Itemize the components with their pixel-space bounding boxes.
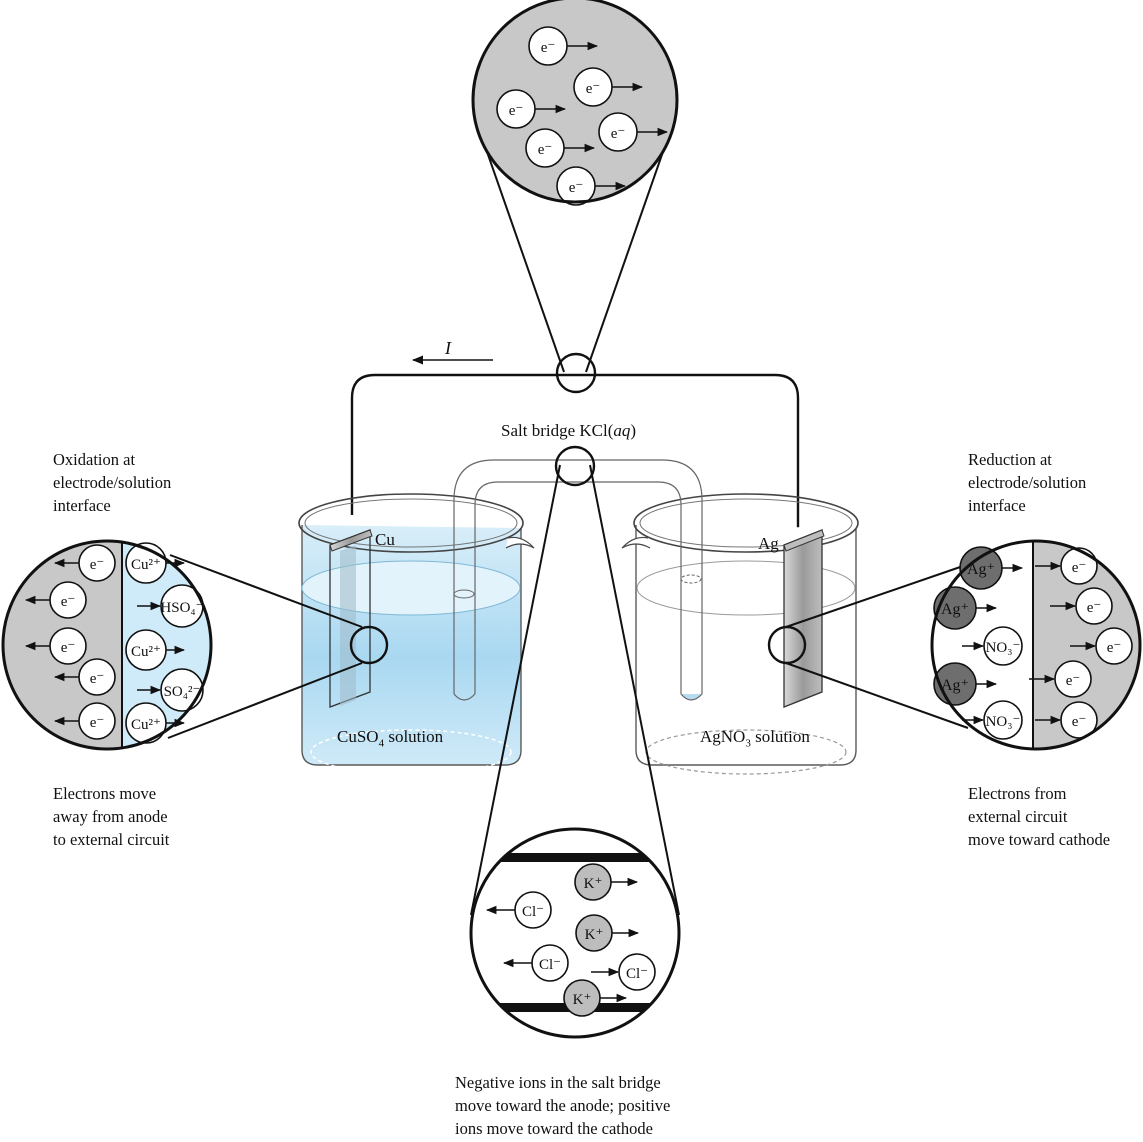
svg-text:HSO₄⁻: HSO₄⁻ [160,600,203,616]
svg-text:e⁻: e⁻ [509,103,524,119]
cu-electrode [329,529,373,708]
k-ion-3: K⁺ [563,979,628,1017]
cl-ion-1: Cl⁻ [485,891,552,929]
ag-electrode-label: Ag [758,534,779,553]
magnifier-connectors [167,125,969,916]
cu-electrode-label: Cu [375,530,395,549]
svg-text:e⁻: e⁻ [1107,640,1122,656]
k-ion-1: K⁺ [574,863,639,901]
svg-text:e⁻: e⁻ [90,557,105,573]
svg-text:e⁻: e⁻ [1072,714,1087,730]
electron-cathode-4: e⁻ [1029,660,1092,698]
svg-text:Cu²⁺: Cu²⁺ [131,557,161,573]
anode-magnifier: e⁻ e⁻ e⁻ e⁻ e⁻ Cu²⁺ HSO₄⁻ Cu²⁺ SO₄²⁻ Cu²⁺ [1,539,213,751]
svg-text:e⁻: e⁻ [61,594,76,610]
svg-text:Cl⁻: Cl⁻ [522,904,544,920]
electron-cathode-5: e⁻ [1035,701,1098,739]
svg-text:K⁺: K⁺ [573,992,592,1008]
no3-ion-2: NO₃⁻ [962,700,1023,740]
electron-anode-3: e⁻ [24,627,87,665]
cl-ion-3: Cl⁻ [591,953,656,991]
external-wire [350,373,800,550]
cathode-zoom-ring [767,625,807,665]
electron-wire-6: e⁻ [556,166,627,206]
svg-text:K⁺: K⁺ [585,927,604,943]
electron-anode-4: e⁻ [53,658,116,696]
ag-ion-1: Ag⁺ [959,546,1024,590]
electron-wire-2: e⁻ [573,67,644,107]
svg-text:Ag⁺: Ag⁺ [967,561,995,578]
svg-text:e⁻: e⁻ [1066,673,1081,689]
svg-text:Cu²⁺: Cu²⁺ [131,717,161,733]
svg-text:Cl⁻: Cl⁻ [539,957,561,973]
cu-ion-3: Cu²⁺ [125,702,186,744]
wire-zoom-ring [555,352,597,394]
electron-cathode-1: e⁻ [1035,547,1098,585]
electron-anode-5: e⁻ [53,702,116,740]
salt-bridge-label: Salt bridge KCl(aq) [501,421,637,440]
anode-zoom-ring [349,625,389,665]
svg-text:e⁻: e⁻ [61,640,76,656]
svg-text:e⁻: e⁻ [90,671,105,687]
electron-wire-3: e⁻ [496,89,567,129]
svg-text:e⁻: e⁻ [569,180,584,196]
svg-text:SO₄²⁻: SO₄²⁻ [164,684,201,700]
cu-ion-2: Cu²⁺ [125,629,186,671]
svg-text:K⁺: K⁺ [584,876,603,892]
electron-cathode-2: e⁻ [1050,587,1113,625]
so4-ion: SO₄²⁻ [137,668,204,712]
svg-text:NO₃⁻: NO₃⁻ [986,640,1021,656]
svg-text:e⁻: e⁻ [586,81,601,97]
electron-wire-1: e⁻ [528,26,599,66]
electron-cathode-3: e⁻ [1070,627,1133,665]
svg-text:e⁻: e⁻ [1072,560,1087,576]
electron-anode-1: e⁻ [53,544,116,582]
cuso4-solution-label: CuSO4 solution [337,727,444,750]
cl-ion-2: Cl⁻ [502,944,569,982]
cuso4-beaker [298,493,535,775]
current-label: I [445,338,451,358]
no3-ion-1: NO₃⁻ [962,626,1023,666]
electron-wire-5: e⁻ [598,112,669,152]
svg-text:Cl⁻: Cl⁻ [626,966,648,982]
k-ion-2: K⁺ [575,914,640,952]
electron-anode-2: e⁻ [24,581,87,619]
ag-electrode [783,529,825,708]
svg-text:NO₃⁻: NO₃⁻ [986,714,1021,730]
wire-magnifier: e⁻ e⁻ e⁻ e⁻ e⁻ e⁻ [471,0,679,206]
svg-text:Ag⁺: Ag⁺ [941,601,969,618]
svg-text:e⁻: e⁻ [90,715,105,731]
svg-text:Ag⁺: Ag⁺ [941,677,969,694]
svg-text:e⁻: e⁻ [1087,600,1102,616]
electron-wire-4: e⁻ [525,128,596,168]
bridge-magnifier: K⁺ K⁺ K⁺ Cl⁻ Cl⁻ Cl⁻ [469,827,681,1039]
agno3-solution-label: AgNO3 solution [700,727,810,750]
svg-text:e⁻: e⁻ [541,40,556,56]
svg-text:e⁻: e⁻ [538,142,553,158]
salt-bridge-tube [453,459,703,701]
svg-text:Cu²⁺: Cu²⁺ [131,644,161,660]
bridge-zoom-ring [554,445,596,487]
svg-text:e⁻: e⁻ [611,126,626,142]
